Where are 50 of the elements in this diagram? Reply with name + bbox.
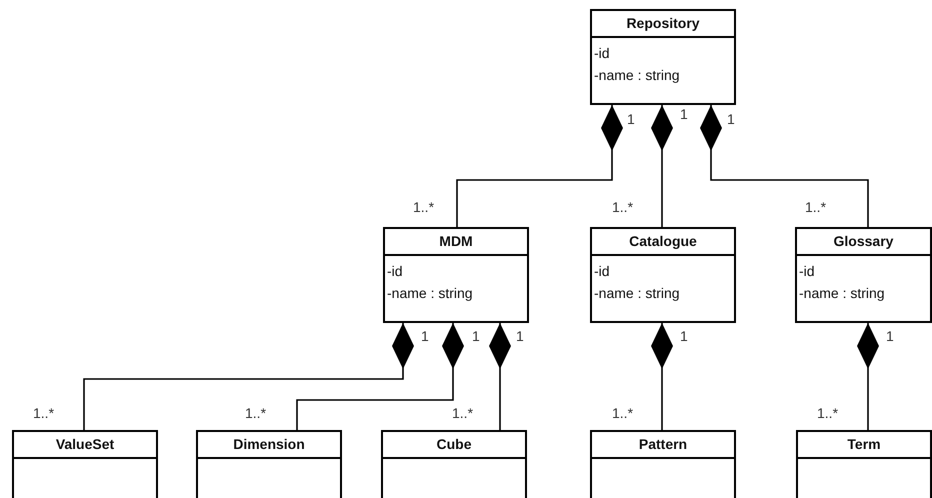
class-box: [795, 227, 932, 323]
attribute-text: -name : string: [386, 284, 473, 303]
composition-line: [651, 323, 673, 430]
attribute-text: -id: [386, 262, 403, 281]
multiplicity-label: 1: [680, 328, 688, 344]
multiplicity-label: 1..*: [452, 405, 474, 421]
class-box: [381, 430, 527, 498]
class-box: [196, 430, 342, 498]
composition-line: [857, 323, 879, 430]
multiplicity-label: 1: [680, 106, 688, 122]
composition-line: [83, 323, 414, 430]
class-box: [590, 227, 736, 323]
composition-line: [489, 323, 511, 430]
composition-line: [651, 105, 673, 227]
class-name: Cube: [383, 432, 525, 459]
composition-line: [296, 323, 464, 430]
composition-line: [700, 105, 869, 227]
multiplicity-label: 1: [727, 111, 735, 127]
attribute-text: -id: [798, 262, 815, 281]
class-name: Pattern: [592, 432, 734, 459]
class-box: [590, 9, 736, 105]
multiplicity-label: 1: [516, 328, 524, 344]
composition-line: [456, 105, 623, 227]
multiplicity-label: 1: [472, 328, 480, 344]
multiplicity-label: 1: [886, 328, 894, 344]
class-box: [383, 227, 529, 323]
class-box: [12, 430, 158, 498]
class-name: Repository: [592, 11, 734, 38]
multiplicity-label: 1..*: [413, 199, 434, 215]
class-box: [796, 430, 932, 498]
class-name: Term: [798, 432, 930, 459]
class-name: MDM: [385, 229, 527, 256]
multiplicity-label: 1..*: [612, 199, 634, 215]
class-name: ValueSet: [14, 432, 156, 459]
multiplicity-label: 1..*: [817, 405, 838, 421]
multiplicity-label: 1..*: [33, 405, 54, 421]
class-name: Dimension: [198, 432, 340, 459]
class-box: [590, 430, 736, 498]
multiplicity-label: 1: [627, 111, 635, 127]
multiplicity-label: 1..*: [805, 199, 826, 215]
attribute-text: -id: [593, 262, 610, 281]
attribute-text: -name : string: [593, 284, 680, 303]
multiplicity-label: 1..*: [245, 405, 266, 421]
attribute-text: -name : string: [593, 66, 680, 85]
class-name: Catalogue: [592, 229, 734, 256]
attribute-text: -name : string: [798, 284, 885, 303]
multiplicity-label: 1: [421, 328, 429, 344]
attribute-text: -id: [593, 44, 610, 63]
multiplicity-label: 1..*: [612, 405, 634, 421]
class-name: Glossary: [797, 229, 930, 256]
